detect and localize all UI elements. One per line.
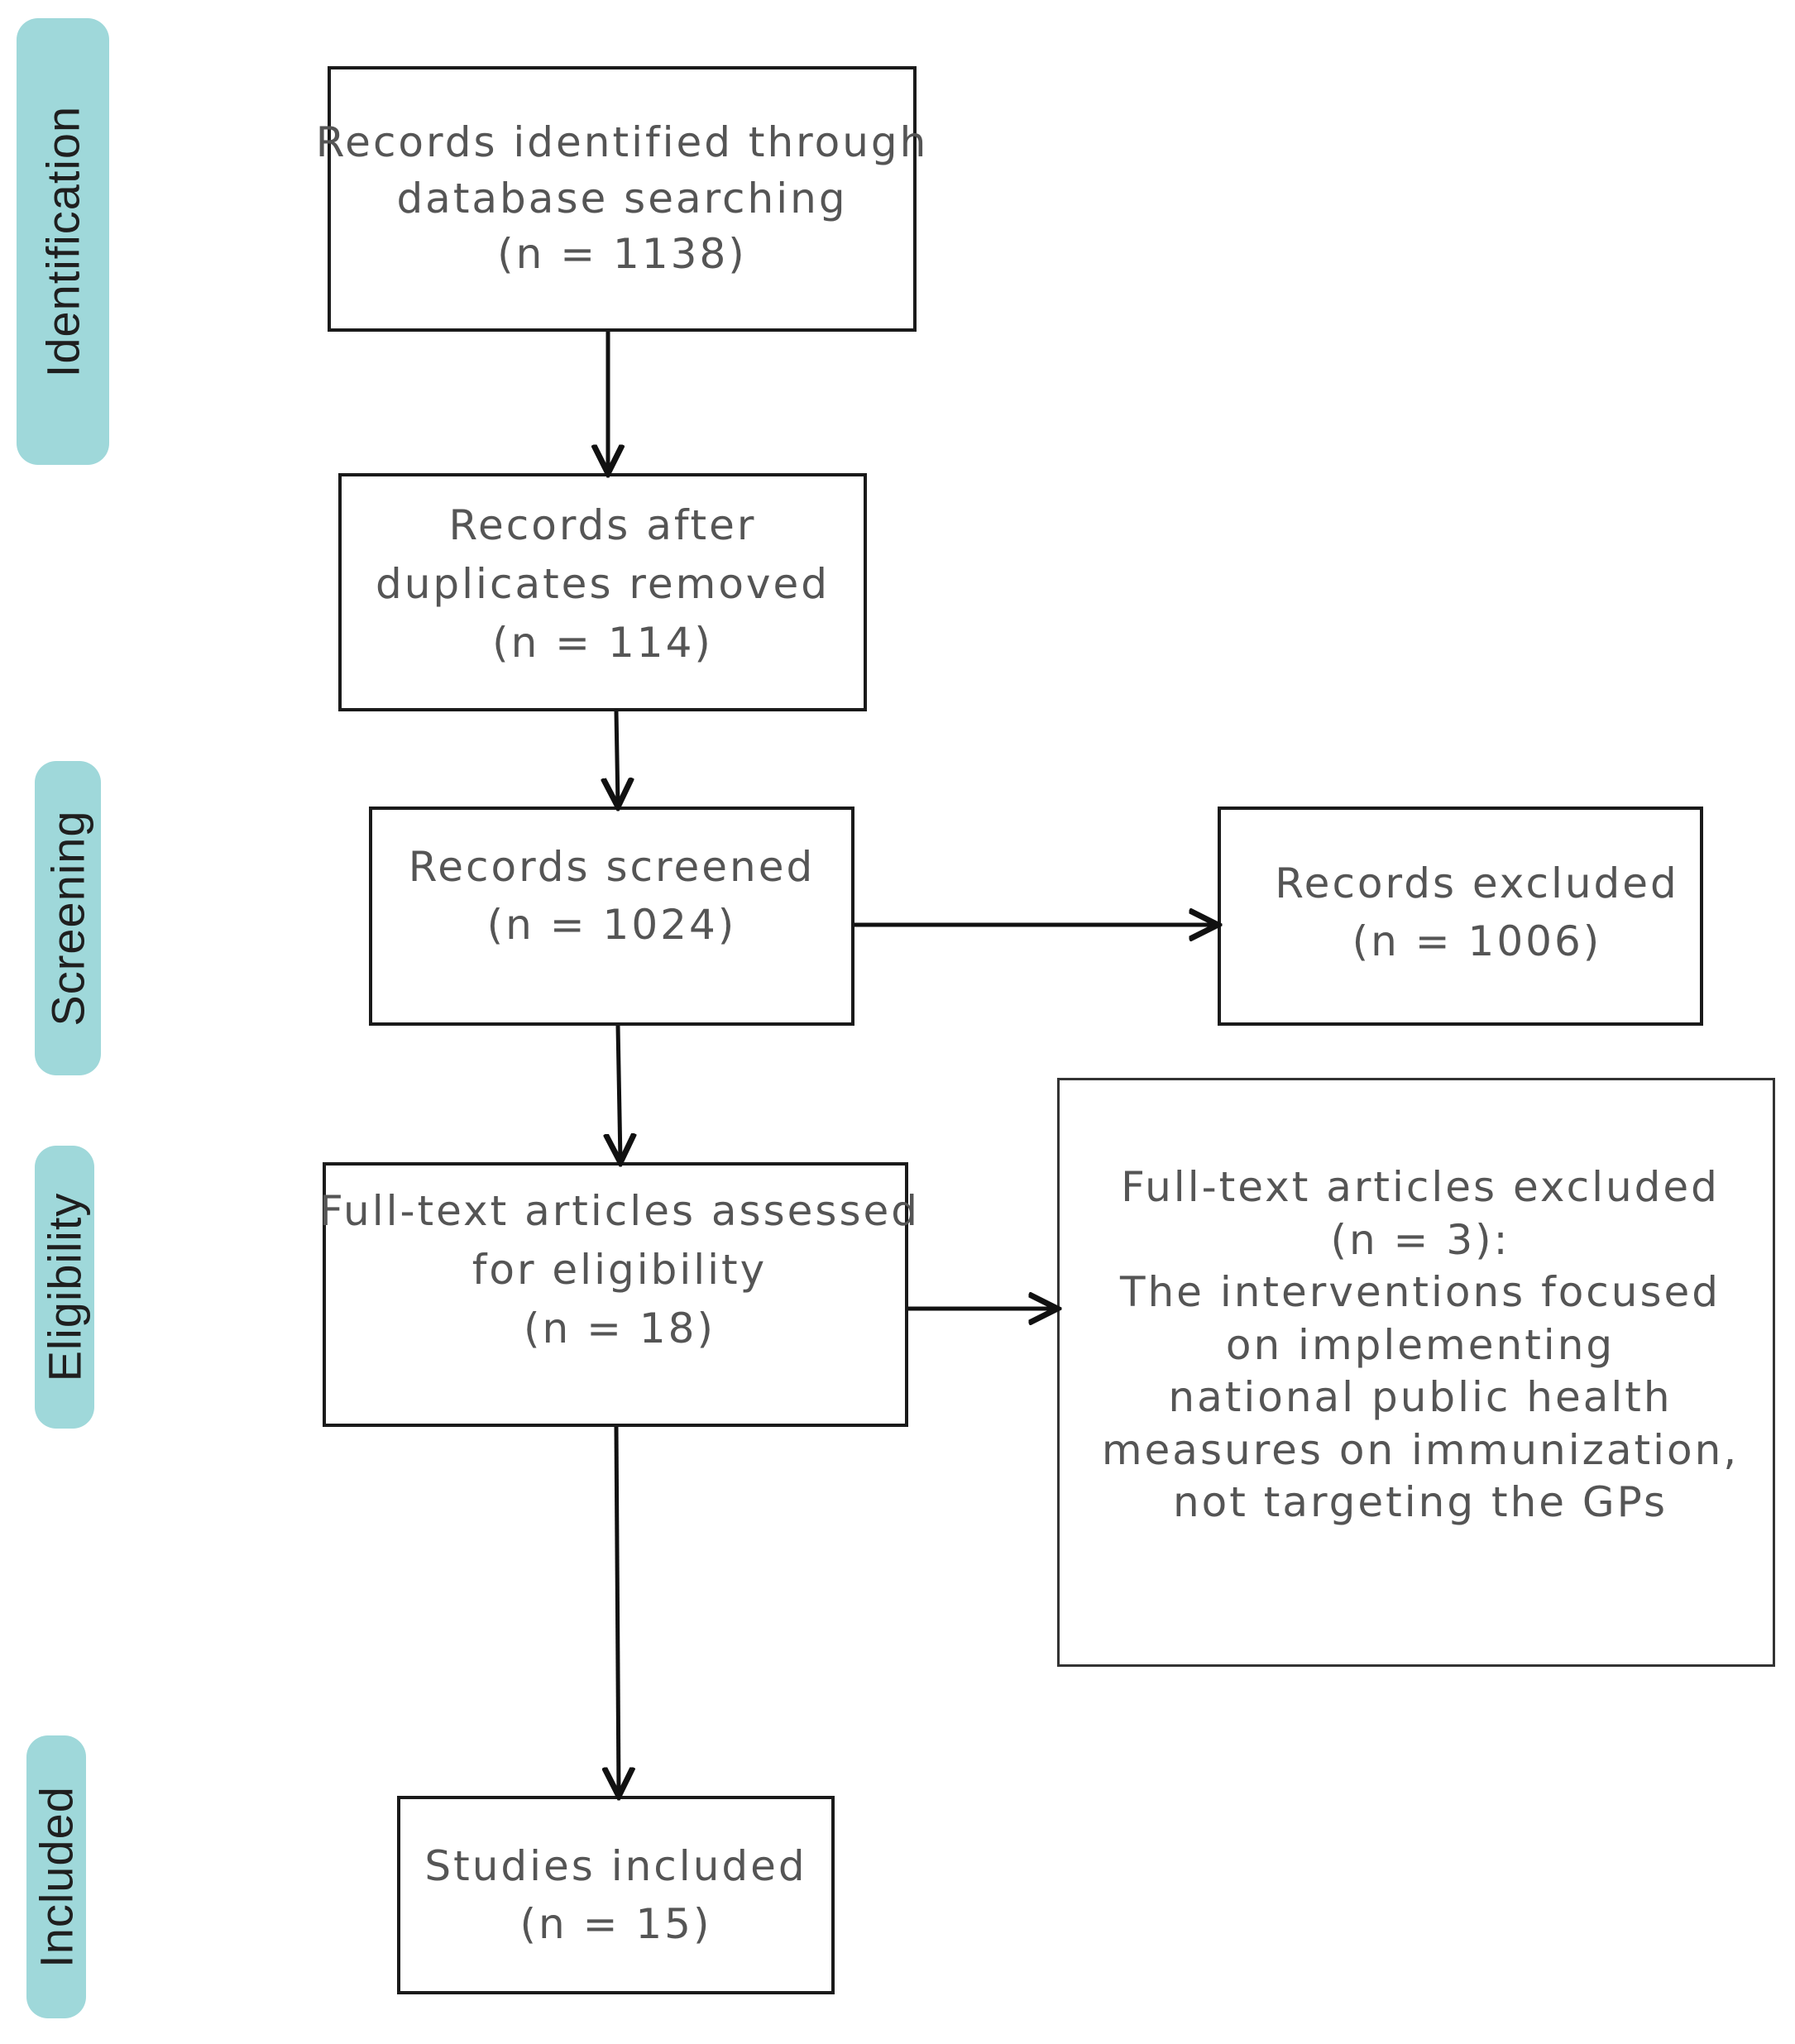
studies-included-line1: Studies included bbox=[424, 1842, 807, 1890]
stage-label-identification: Identification bbox=[36, 105, 89, 378]
fulltext-excluded-reason-line1: The interventions focused bbox=[1119, 1268, 1721, 1316]
records-excluded-count: (n = 1006) bbox=[1352, 917, 1602, 965]
records-identified-count: (n = 1138) bbox=[497, 230, 747, 279]
records-after-duplicates-box: Records after duplicates removed (n = 11… bbox=[338, 473, 867, 711]
stage-tab-identification: Identification bbox=[17, 18, 109, 465]
fulltext-assessed-line1: Full-text articles assessed bbox=[319, 1186, 920, 1235]
records-screened-count: (n = 1024) bbox=[486, 900, 737, 949]
fulltext-excluded-line1: Full-text articles excluded bbox=[1121, 1163, 1720, 1211]
fulltext-excluded-reason-line2: on implementing bbox=[1225, 1320, 1616, 1369]
records-excluded-box: Records excluded (n = 1006) bbox=[1218, 807, 1703, 1026]
records-identified-box: Records identified through database sear… bbox=[316, 66, 926, 332]
stage-tab-included: Included bbox=[26, 1735, 86, 2018]
fulltext-excluded-reason-line5: not targeting the GPs bbox=[1172, 1478, 1668, 1526]
fulltext-excluded-reason-line4: measures on immunization, bbox=[1101, 1425, 1740, 1474]
fulltext-assessed-box: Full-text articles assessed for eligibil… bbox=[319, 1162, 917, 1427]
studies-included-box: Studies included (n = 15) bbox=[397, 1796, 835, 1994]
stage-label-eligibility: Eligibility bbox=[38, 1192, 91, 1382]
stage-label-included: Included bbox=[30, 1786, 83, 1968]
fulltext-excluded-box: Full-text articles excluded (n = 3): The… bbox=[1057, 1078, 1775, 1667]
fulltext-assessed-line2: for eligibility bbox=[471, 1245, 768, 1294]
records-identified-line1: Records identified through bbox=[315, 118, 929, 167]
arrow-screened-to-fulltext-assessed bbox=[618, 1025, 620, 1161]
fulltext-excluded-reason-line3: national public health bbox=[1168, 1373, 1673, 1421]
studies-included-count: (n = 15) bbox=[519, 1900, 712, 1948]
records-screened-line1: Records screened bbox=[408, 842, 816, 891]
records-after-duplicates-count: (n = 114) bbox=[492, 618, 713, 667]
arrow-after-duplicates-to-screened bbox=[616, 711, 618, 805]
records-after-duplicates-line2: duplicates removed bbox=[376, 559, 830, 608]
records-after-duplicates-line1: Records after bbox=[448, 500, 757, 549]
stage-tab-eligibility: Eligibility bbox=[35, 1146, 94, 1429]
stage-tab-screening: Screening bbox=[35, 761, 101, 1075]
records-screened-box: Records screened (n = 1024) bbox=[369, 807, 854, 1026]
stage-label-screening: Screening bbox=[41, 810, 94, 1027]
records-identified-line2: database searching bbox=[396, 174, 848, 223]
records-excluded-line1: Records excluded bbox=[1275, 859, 1679, 907]
arrow-fulltext-assessed-to-included bbox=[616, 1426, 619, 1794]
fulltext-excluded-count: (n = 3): bbox=[1330, 1215, 1510, 1264]
fulltext-assessed-count: (n = 18) bbox=[523, 1304, 716, 1352]
